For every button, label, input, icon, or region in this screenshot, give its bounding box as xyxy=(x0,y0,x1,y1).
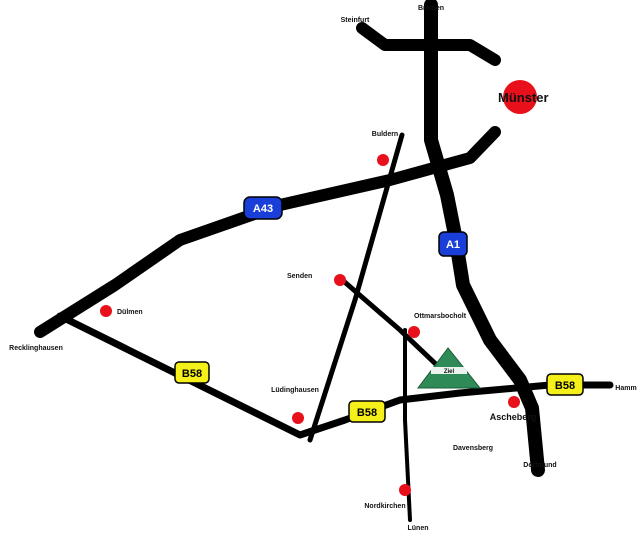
ottmarsbocholt-marker xyxy=(408,326,420,338)
destination-label: Ziel xyxy=(444,369,455,375)
senden-marker xyxy=(334,274,346,286)
a43-label: A43 xyxy=(253,203,273,215)
luedinghausen-label: Lüdinghausen xyxy=(271,387,319,394)
b58-east-label: B58 xyxy=(555,380,575,392)
ottmarsbocholt-label: Ottmarsbocholt xyxy=(414,313,467,320)
hamm-direction-label: Hamm xyxy=(615,385,636,392)
muenster-label: Münster xyxy=(498,90,549,105)
muenster-marker xyxy=(503,80,537,114)
buldern-marker xyxy=(377,154,389,166)
a1-shield: A1 xyxy=(438,231,468,257)
b58-middle-label: B58 xyxy=(357,407,377,419)
buldern-label: Buldern xyxy=(372,131,398,138)
road-a43 xyxy=(34,126,501,338)
destination-marker: Ziel xyxy=(417,347,482,389)
steinfurt-direction-label: Steinfurt xyxy=(341,17,370,24)
b58-east-shield: B58 xyxy=(546,373,584,396)
a43-shield: A43 xyxy=(243,196,283,220)
b58-west-label: B58 xyxy=(182,368,202,380)
luedinghausen-marker xyxy=(292,412,304,424)
road-bremen-spur xyxy=(356,22,501,66)
ascheberg-label: Ascheberg xyxy=(490,412,537,422)
ascheberg-marker xyxy=(508,396,520,408)
nordkirchen-label: Nordkirchen xyxy=(364,503,405,510)
road-senden-east xyxy=(337,275,443,371)
duelmen-marker xyxy=(100,305,112,317)
luenen-direction-label: Lünen xyxy=(408,525,429,532)
duelmen-label: Dülmen xyxy=(117,309,143,316)
road-buldern-south xyxy=(307,132,405,443)
recklinghausen-direction-label: Recklinghausen xyxy=(9,345,63,352)
nordkirchen-marker xyxy=(399,484,411,496)
senden-label: Senden xyxy=(287,273,312,280)
b58-middle-shield: B58 xyxy=(348,400,386,423)
bremen-direction-label: Bremen xyxy=(418,5,444,12)
davensberg-label: Davensberg xyxy=(453,445,493,452)
dortmund-direction-label: Dortmund xyxy=(523,462,556,469)
b58-west-shield: B58 xyxy=(174,361,210,384)
a1-label: A1 xyxy=(446,239,460,251)
road-a1 xyxy=(424,0,545,477)
